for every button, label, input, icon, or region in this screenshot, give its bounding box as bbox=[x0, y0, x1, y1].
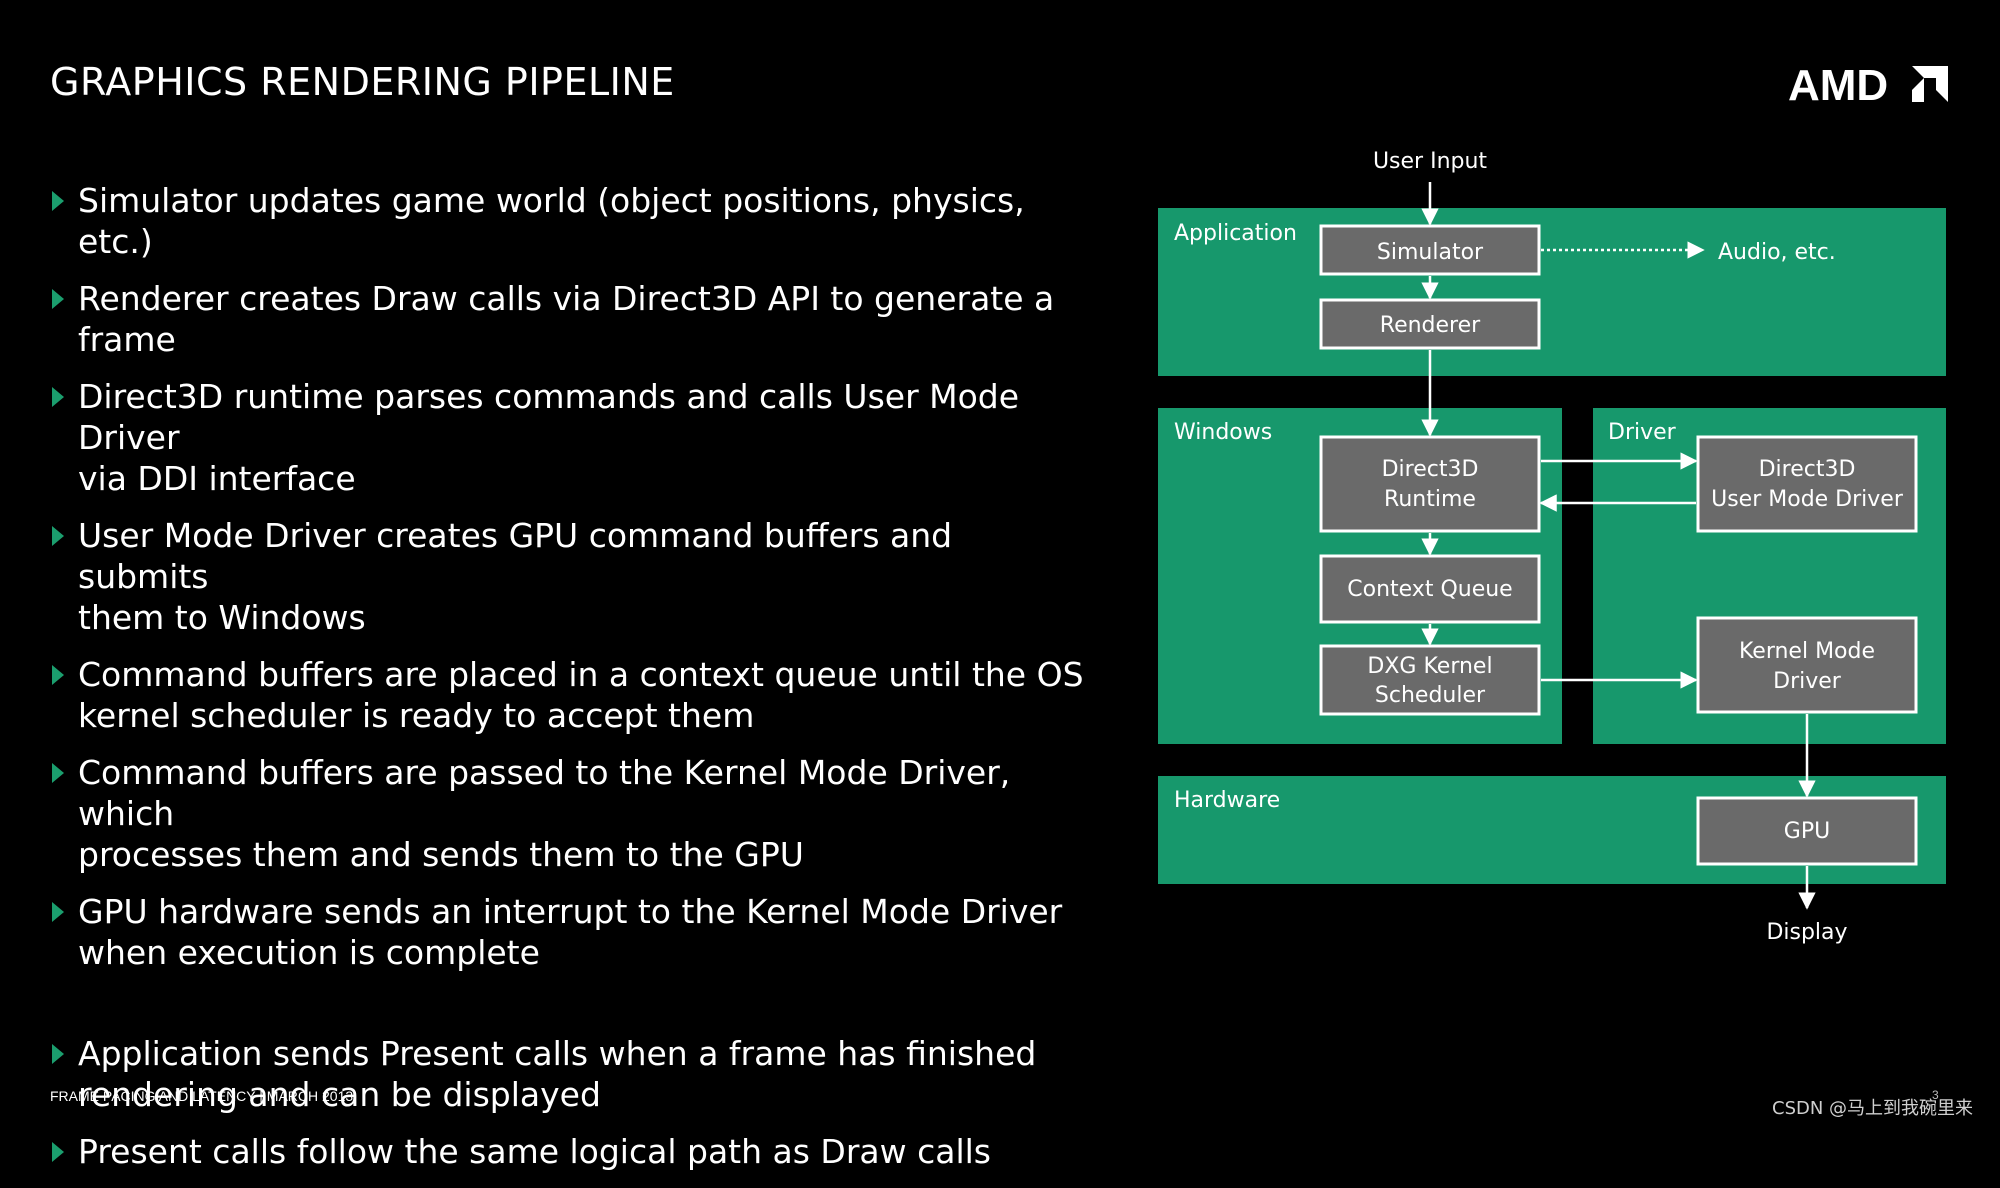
page-number: 3 bbox=[1932, 1088, 1939, 1102]
box-d3d-runtime-label-1: Direct3D bbox=[1382, 457, 1479, 482]
box-gpu-label: GPU bbox=[1784, 819, 1830, 844]
amd-arrow-icon bbox=[1912, 66, 1948, 102]
bullet-arrow-icon bbox=[52, 902, 64, 922]
region-application bbox=[1158, 208, 1946, 376]
bullet-arrow-icon bbox=[52, 526, 64, 546]
region-label-windows: Windows bbox=[1174, 420, 1272, 445]
bullet-item: Command buffers are passed to the Kernel… bbox=[50, 752, 1090, 875]
bullet-item: Direct3D runtime parses commands and cal… bbox=[50, 376, 1090, 499]
bullet-item: GPU hardware sends an interrupt to the K… bbox=[50, 891, 1090, 973]
bullet-item: Application sends Present calls when a f… bbox=[50, 1033, 1090, 1115]
bullet-arrow-icon bbox=[52, 289, 64, 309]
footer: FRAME PACING AND LATENCY | MARCH 2013 bbox=[50, 1088, 354, 1104]
bullet-text-line: Direct3D runtime parses commands and cal… bbox=[78, 377, 1020, 457]
bullet-item: Simulator updates game world (object pos… bbox=[50, 180, 1090, 262]
box-umd-label-2: User Mode Driver bbox=[1711, 487, 1904, 512]
bullet-item: Command buffers are placed in a context … bbox=[50, 654, 1090, 736]
bullet-arrow-icon bbox=[52, 763, 64, 783]
page-title: GRAPHICS RENDERING PIPELINE bbox=[50, 60, 675, 104]
bullet-text-line: Command buffers are placed in a context … bbox=[78, 655, 1084, 694]
bullet-arrow-icon bbox=[52, 191, 64, 211]
box-dxg-label-2: Scheduler bbox=[1375, 683, 1486, 708]
box-umd-label-1: Direct3D bbox=[1759, 457, 1856, 482]
bullet-text-line: GPU hardware sends an interrupt to the K… bbox=[78, 892, 1063, 931]
bullet-item: Renderer creates Draw calls via Direct3D… bbox=[50, 278, 1090, 360]
region-label-application: Application bbox=[1174, 221, 1297, 246]
region-label-hardware: Hardware bbox=[1174, 788, 1280, 813]
bullet-text-line: rendering and can be displayed bbox=[78, 1075, 601, 1114]
bullet-arrow-icon bbox=[52, 665, 64, 685]
label-display: Display bbox=[1766, 920, 1847, 945]
amd-logo-text: AMD bbox=[1788, 62, 1888, 104]
bullet-text-line: processes them and sends them to the GPU bbox=[78, 835, 804, 874]
bullet-text-line: Simulator updates game world (object pos… bbox=[78, 181, 1025, 261]
box-d3d-runtime: Direct3D Runtime bbox=[1319, 435, 1541, 533]
box-gpu: GPU bbox=[1696, 796, 1918, 866]
box-kmd: Kernel Mode Driver bbox=[1696, 616, 1918, 714]
watermark: CSDN @马上到我碗里来 bbox=[1772, 1098, 1974, 1119]
box-context-queue: Context Queue bbox=[1319, 554, 1541, 624]
bullet-arrow-icon bbox=[52, 1044, 64, 1064]
bullet-text-line: Present calls follow the same logical pa… bbox=[78, 1132, 991, 1171]
bullet-text-line: when execution is complete bbox=[78, 933, 540, 972]
bullet-arrow-icon bbox=[52, 387, 64, 407]
box-renderer-label: Renderer bbox=[1380, 313, 1481, 338]
box-simulator: Simulator bbox=[1319, 224, 1541, 276]
label-user-input: User Input bbox=[1373, 149, 1487, 174]
box-d3d-runtime-label-2: Runtime bbox=[1384, 487, 1476, 512]
bullet-list: Simulator updates game world (object pos… bbox=[50, 180, 1090, 1188]
box-renderer: Renderer bbox=[1319, 298, 1541, 350]
bullet-item: User Mode Driver creates GPU command buf… bbox=[50, 515, 1090, 638]
amd-logo: AMD bbox=[1788, 62, 1948, 104]
bullet-arrow-icon bbox=[52, 1142, 64, 1162]
pipeline-diagram: Application Windows Driver Hardware Simu… bbox=[1158, 149, 1946, 945]
box-simulator-label: Simulator bbox=[1377, 240, 1484, 265]
bullet-text-line: them to Windows bbox=[78, 598, 366, 637]
bullet-item: Present calls follow the same logical pa… bbox=[50, 1131, 1090, 1172]
bullet-text-line: kernel scheduler is ready to accept them bbox=[78, 696, 755, 735]
box-kmd-label-2: Driver bbox=[1773, 669, 1842, 694]
box-kmd-label-1: Kernel Mode bbox=[1739, 639, 1875, 664]
bullet-text-line: Command buffers are passed to the Kernel… bbox=[78, 753, 1011, 833]
box-umd: Direct3D User Mode Driver bbox=[1696, 435, 1918, 533]
box-dxg-label-1: DXG Kernel bbox=[1367, 654, 1492, 679]
box-context-queue-label: Context Queue bbox=[1347, 577, 1512, 602]
region-label-driver: Driver bbox=[1608, 420, 1677, 445]
bullet-text-line: via DDI interface bbox=[78, 459, 356, 498]
bullet-text-line: Application sends Present calls when a f… bbox=[78, 1034, 1037, 1073]
bullet-text-line: User Mode Driver creates GPU command buf… bbox=[78, 516, 953, 596]
box-dxg-scheduler: DXG Kernel Scheduler bbox=[1319, 644, 1541, 716]
label-audio: Audio, etc. bbox=[1718, 240, 1836, 265]
bullet-text-line: Renderer creates Draw calls via Direct3D… bbox=[78, 279, 1055, 359]
